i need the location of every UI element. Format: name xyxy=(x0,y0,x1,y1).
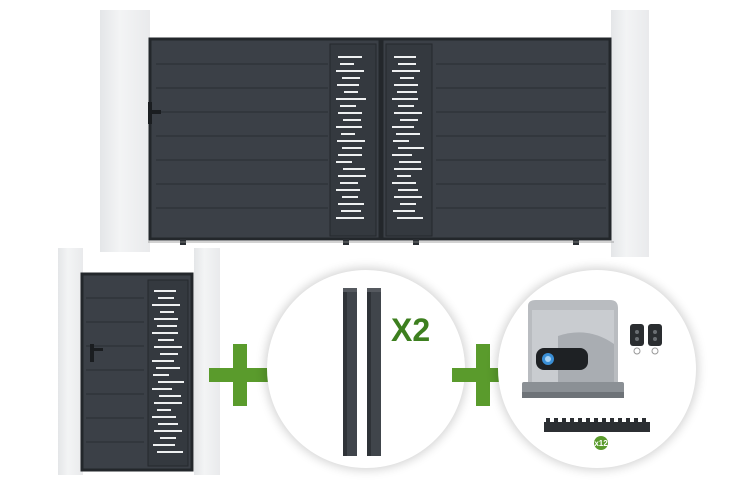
pedestrian-left-pillar xyxy=(58,248,83,475)
posts-quantity-label: X2 xyxy=(391,312,431,348)
gate-posts-icon xyxy=(343,288,381,456)
right-pillar xyxy=(611,10,649,257)
perforation-pattern xyxy=(336,56,424,219)
remote-control-icon xyxy=(630,324,662,355)
left-pillar xyxy=(100,10,150,252)
double-gate-illustration xyxy=(148,37,614,245)
motor-kit-circle: x12 xyxy=(498,270,696,468)
gate-motor-icon xyxy=(522,300,624,398)
gate-handle xyxy=(148,102,152,124)
rack-quantity-badge: x12 xyxy=(594,436,608,450)
posts-circle: X2 xyxy=(267,270,465,468)
pedestrian-right-pillar xyxy=(194,248,220,475)
pedestrian-gate-handle xyxy=(90,344,94,362)
plus-icon xyxy=(209,344,271,406)
gear-rack-icon xyxy=(544,418,650,432)
pedestrian-gate-illustration xyxy=(80,272,194,472)
